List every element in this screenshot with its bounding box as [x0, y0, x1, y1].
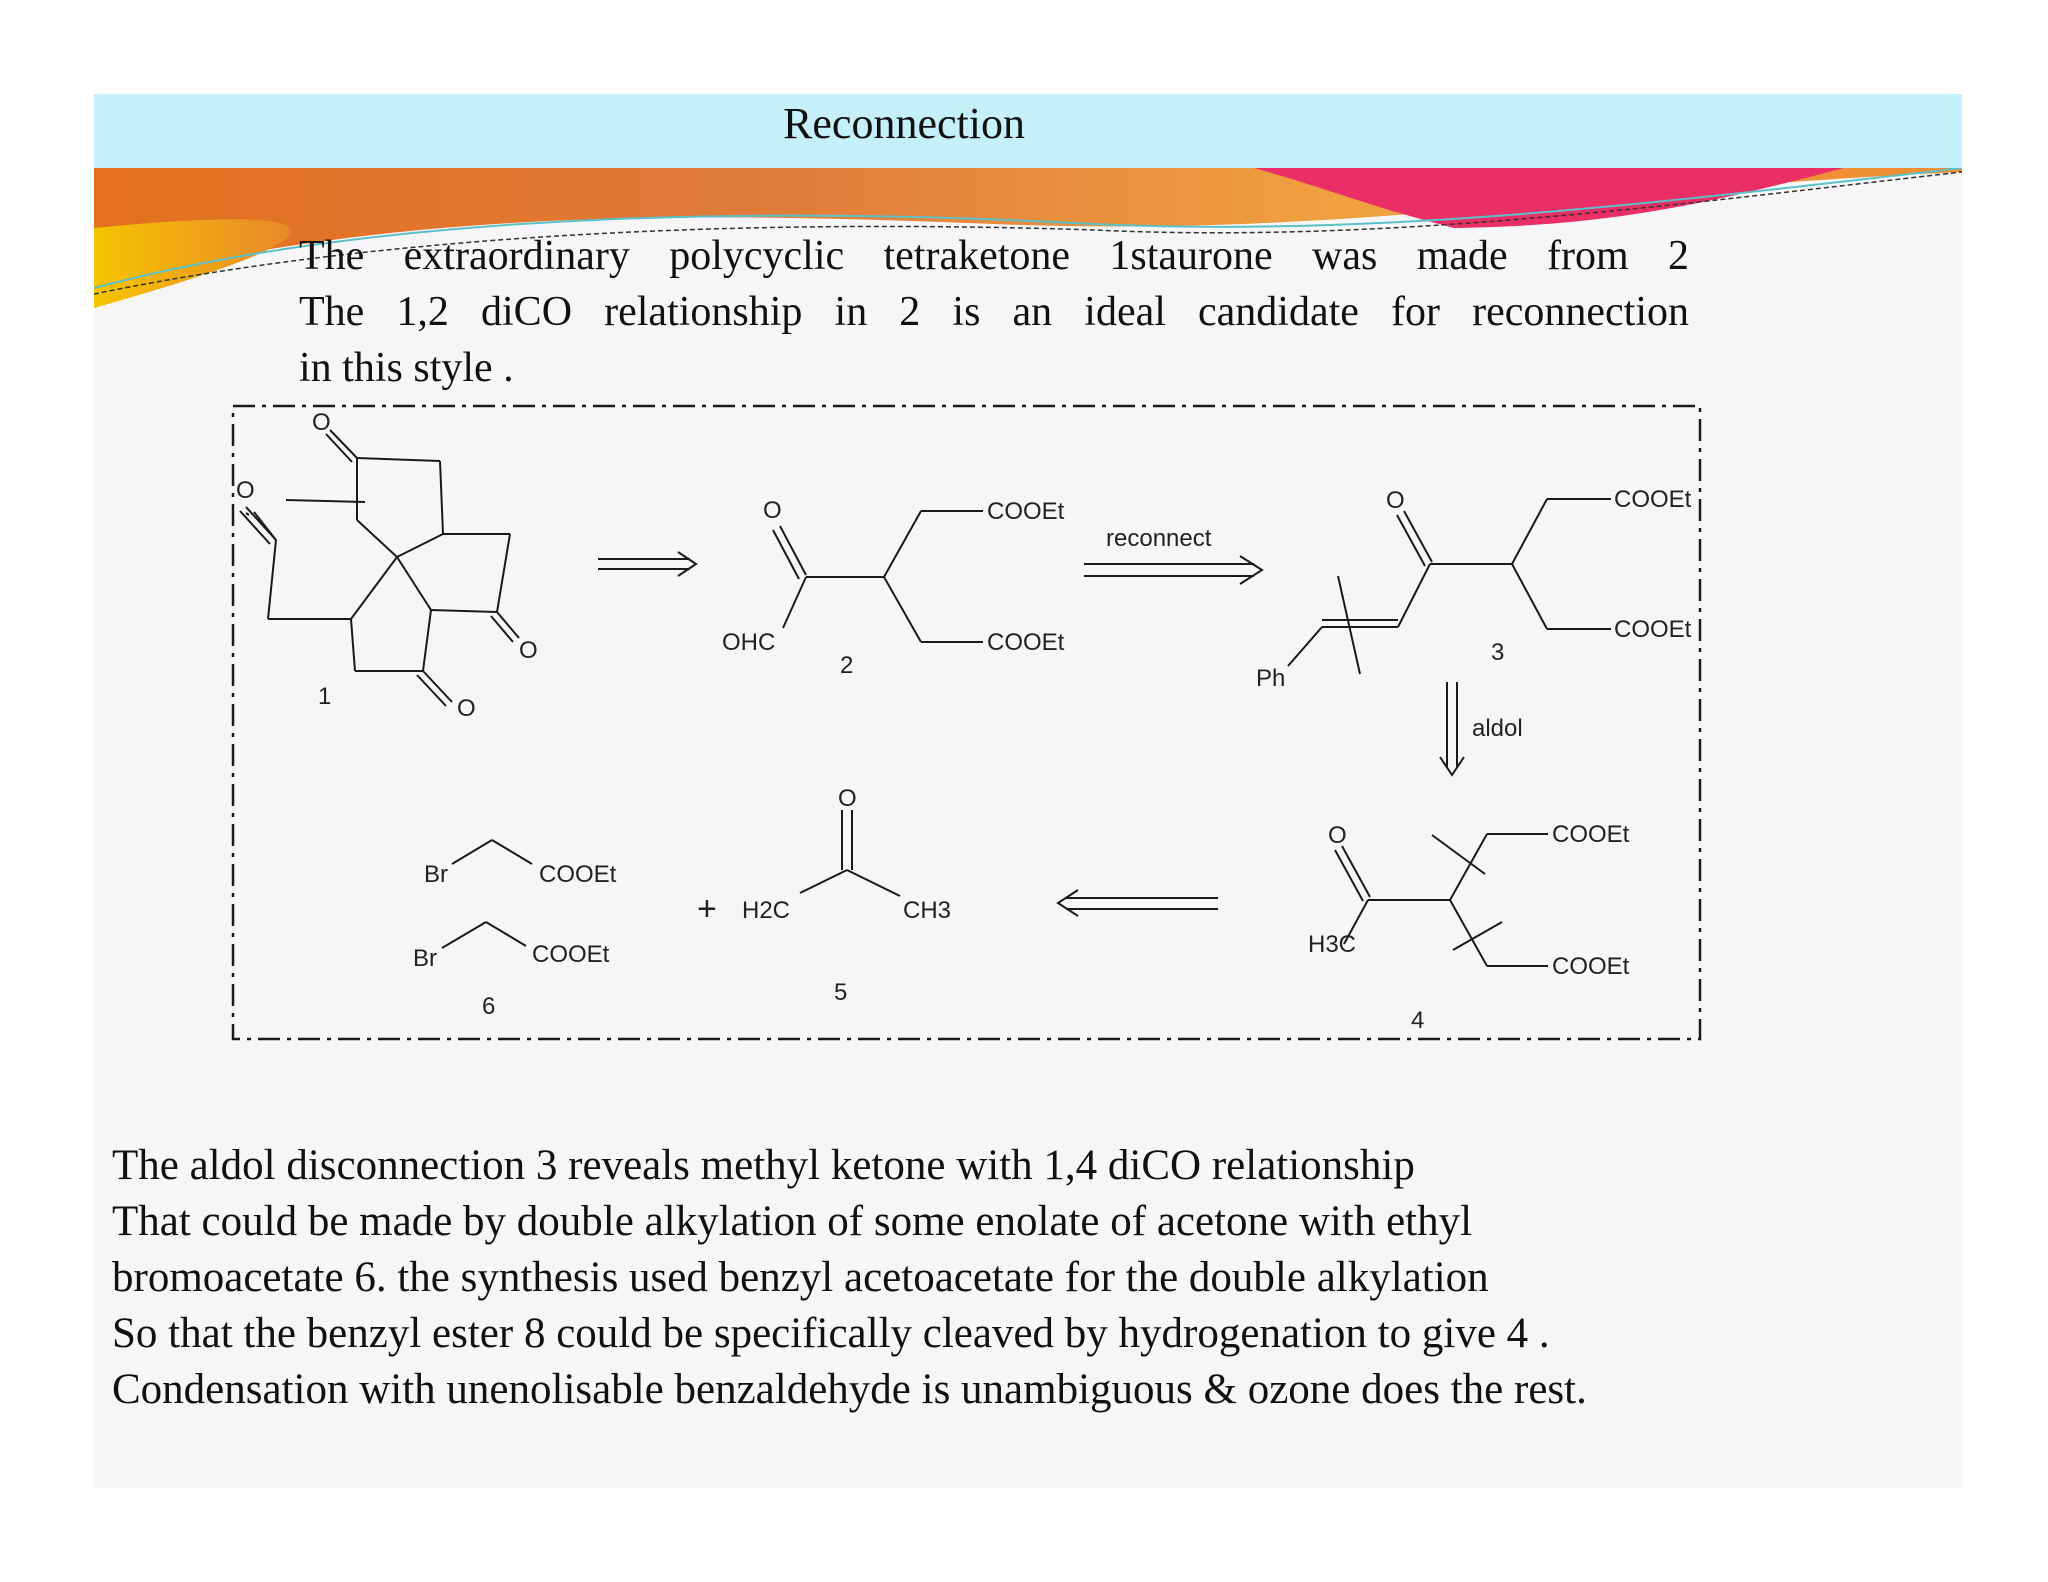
- reconnect-arrow: [1084, 555, 1264, 585]
- body-paragraph: The aldol disconnection 3 reveals methyl…: [112, 1138, 1952, 1418]
- compound-3-number: 3: [1491, 639, 1504, 666]
- c2-ester-top: COOEt: [987, 498, 1065, 525]
- decorative-swoosh-banner: [94, 168, 1962, 308]
- compound-4-structure: [1334, 833, 1548, 967]
- c5-methyl-label: CH3: [903, 897, 951, 924]
- body-line: So that the benzyl ester 8 could be spec…: [112, 1310, 1550, 1357]
- c1-oxygen-top: O: [312, 409, 331, 436]
- c3-phenyl-label: Ph: [1256, 665, 1285, 692]
- compound-5-structure: [799, 810, 901, 897]
- intro-paragraph: The extraordinary polycyclic tetraketone…: [299, 228, 1689, 396]
- c2-aldehyde-label: OHC: [722, 629, 775, 656]
- compound-6-number: 6: [482, 993, 495, 1020]
- c3-oxygen: O: [1386, 487, 1405, 514]
- retrosynthesis-arrow: [1056, 889, 1218, 917]
- c6-ester-1: COOEt: [539, 861, 617, 888]
- scheme-frame: [231, 404, 1702, 1041]
- c4-methyl-label: H3C: [1308, 931, 1356, 958]
- compound-6-structure: [441, 839, 533, 949]
- c1-oxygen-bottom: O: [457, 695, 476, 722]
- compound-2-number: 2: [840, 652, 853, 679]
- compound-4-number: 4: [1411, 1007, 1424, 1034]
- c5-oxygen: O: [838, 785, 857, 812]
- c6-bromine-1: Br: [424, 861, 448, 888]
- title-bar: [94, 94, 1962, 170]
- c5-carbanion-label: H2C: [742, 897, 790, 924]
- retrosynthesis-arrow: [598, 551, 698, 577]
- c6-bromine-2: Br: [413, 945, 437, 972]
- c1-oxygen-left: O: [236, 477, 255, 504]
- slide-title: Reconnection: [783, 99, 1025, 148]
- compound-2-structure: [772, 510, 983, 643]
- c2-oxygen: O: [763, 497, 782, 524]
- c4-oxygen: O: [1328, 822, 1347, 849]
- compound-1-structure: [239, 429, 520, 707]
- c3-ester-top: COOEt: [1614, 486, 1692, 513]
- reconnect-arrow-label: reconnect: [1106, 525, 1212, 552]
- c2-ester-bottom: COOEt: [987, 629, 1065, 656]
- body-line: That could be made by double alkylation …: [112, 1198, 1473, 1245]
- c4-ester-top: COOEt: [1552, 821, 1630, 848]
- aldol-arrow-label: aldol: [1472, 715, 1523, 742]
- slide-background: [94, 94, 1962, 1488]
- intro-line: The extraordinary polycyclic tetraketone…: [299, 233, 1689, 279]
- aldol-arrow: [1439, 682, 1465, 777]
- plus-sign: +: [697, 890, 717, 928]
- compound-1-number: 1: [318, 683, 331, 710]
- body-line: The aldol disconnection 3 reveals methyl…: [112, 1142, 1415, 1189]
- c6-ester-2: COOEt: [532, 941, 610, 968]
- body-line: Condensation with unenolisable benzaldeh…: [112, 1366, 1587, 1413]
- c3-ester-bottom: COOEt: [1614, 616, 1692, 643]
- intro-line: in this style .: [299, 345, 514, 391]
- compound-5-number: 5: [834, 979, 847, 1006]
- intro-line: The 1,2 diCO relationship in 2 is an ide…: [299, 289, 1689, 335]
- c4-ester-bottom: COOEt: [1552, 953, 1630, 980]
- compound-3-structure: [1287, 498, 1611, 675]
- body-line: bromoacetate 6. the synthesis used benzy…: [112, 1254, 1489, 1301]
- c1-oxygen-right: O: [519, 637, 538, 664]
